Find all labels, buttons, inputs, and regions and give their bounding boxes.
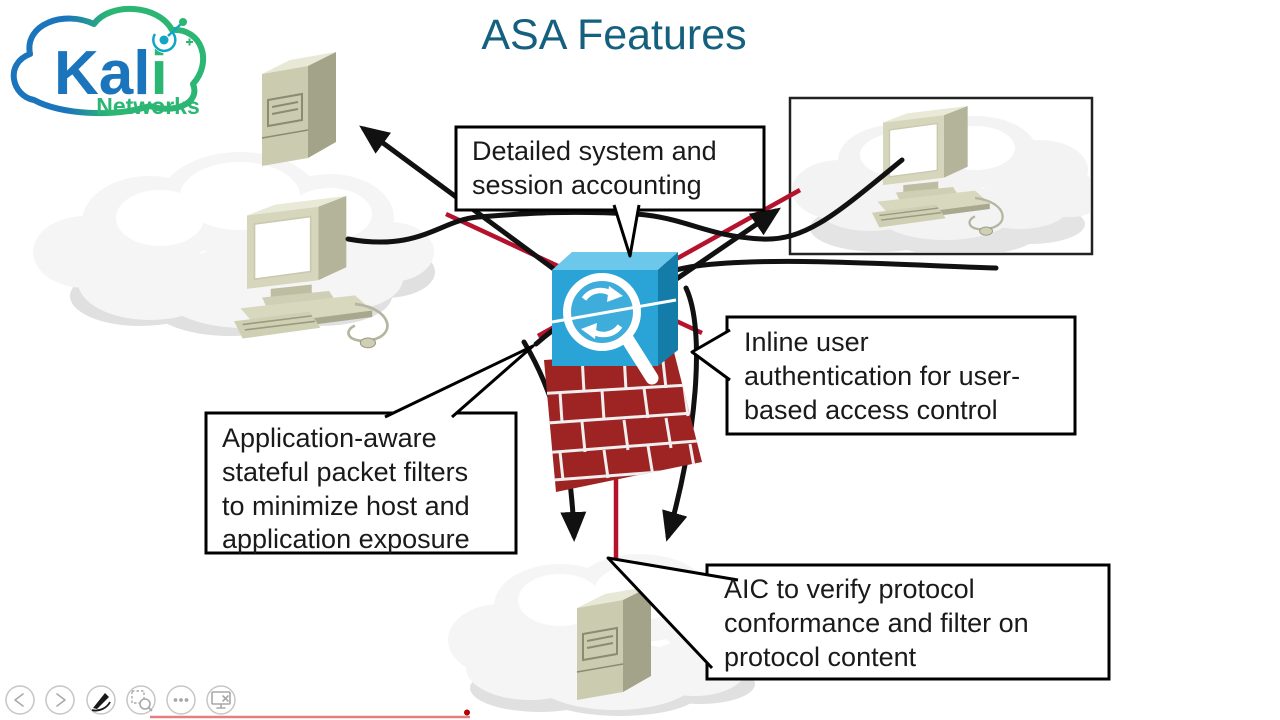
magnifier-sync-arrows-icon bbox=[551, 273, 677, 385]
logo-radar-icon bbox=[152, 18, 193, 53]
callout-filters: Application-aware stateful packet filter… bbox=[204, 344, 535, 555]
callout-auth-line2: authentication for user- bbox=[744, 361, 1020, 391]
callout-authentication: Inline user authentication for user- bas… bbox=[690, 315, 1077, 436]
firewall-side-face bbox=[658, 252, 678, 366]
callout-aic-line2: conformance and filter on bbox=[724, 608, 1029, 638]
more-options-button[interactable] bbox=[166, 685, 196, 715]
kali-networks-logo: Kali Networks bbox=[10, 5, 206, 119]
traffic-arrow-down-right bbox=[662, 285, 699, 542]
callout-accounting-line1: Detailed system and bbox=[472, 136, 717, 166]
callout-filters-line2: stateful packet filters bbox=[222, 457, 468, 487]
chevron-left-icon bbox=[14, 693, 24, 707]
callout-aic-line1: AIC to verify protocol bbox=[724, 574, 975, 604]
traffic-arrow-to-remote bbox=[669, 207, 781, 285]
callout-auth-line1: Inline user bbox=[744, 327, 869, 357]
callout-filters-tail bbox=[384, 344, 535, 419]
callout-accounting-line2: session accounting bbox=[472, 170, 702, 200]
callout-accounting-tail bbox=[612, 204, 641, 258]
projector-screen-icon bbox=[211, 691, 231, 709]
logo-subtitle: Networks bbox=[96, 93, 200, 119]
display-settings-button[interactable] bbox=[206, 685, 236, 715]
logo-brand-text: Kali bbox=[54, 39, 168, 108]
callout-filters-line4: application exposure bbox=[222, 524, 470, 554]
presentation-toolbar bbox=[5, 685, 236, 715]
page-title: ASA Features bbox=[481, 11, 746, 59]
magnifier-region-icon bbox=[131, 690, 153, 712]
callout-authentication-tail bbox=[690, 328, 731, 382]
callout-filters-line1: Application-aware bbox=[222, 423, 437, 453]
firewall-top-face bbox=[552, 252, 678, 270]
pen-tool-button[interactable] bbox=[86, 685, 116, 715]
callout-filters-line3: to minimize host and bbox=[222, 491, 470, 521]
progress-playhead-dot[interactable] bbox=[464, 709, 470, 716]
pen-icon bbox=[91, 693, 111, 712]
next-slide-button[interactable] bbox=[45, 685, 75, 715]
video-progress[interactable] bbox=[150, 709, 470, 719]
chevron-right-icon bbox=[56, 693, 66, 707]
previous-slide-button[interactable] bbox=[5, 685, 35, 715]
callout-auth-line3: based access control bbox=[744, 395, 998, 425]
callout-aic: AIC to verify protocol conformance and f… bbox=[606, 556, 1111, 681]
ellipsis-icon bbox=[173, 698, 189, 702]
callout-accounting: Detailed system and session accounting bbox=[454, 125, 766, 258]
zoom-region-button[interactable] bbox=[126, 685, 156, 715]
callout-aic-line3: protocol content bbox=[724, 642, 917, 672]
logo-cloud-outline-icon bbox=[10, 5, 206, 117]
callout-aic-tail bbox=[606, 556, 739, 670]
